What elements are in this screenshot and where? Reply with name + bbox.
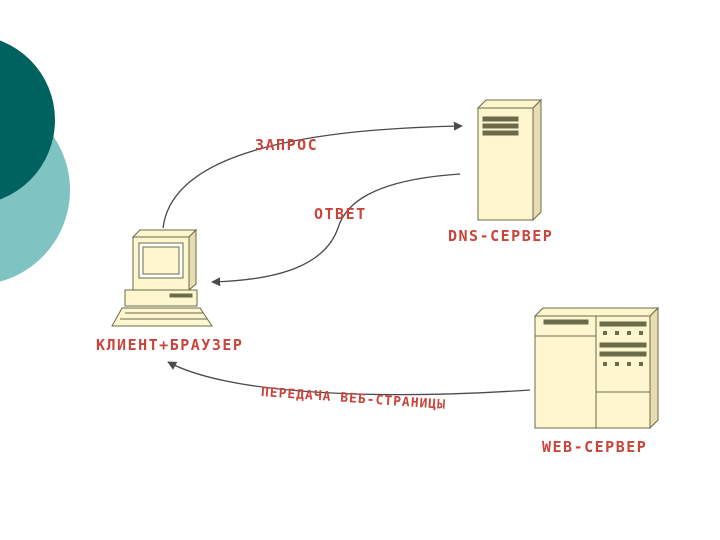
decorative-circles <box>0 35 70 285</box>
transfer-arrow <box>168 362 530 395</box>
web-server-icon <box>535 308 658 428</box>
response-label: ОТВЕТ <box>314 207 367 222</box>
dns-server-label: DNS-СЕРВЕР <box>448 229 553 244</box>
response-arrow <box>212 174 460 282</box>
request-label: ЗАПРОС <box>255 138 318 153</box>
web-server-label: WEB-СЕРВЕР <box>542 440 647 455</box>
client-computer-icon <box>112 230 212 326</box>
dns-server-icon <box>478 100 541 220</box>
arrows <box>163 126 530 395</box>
client-label: КЛИЕНТ+БРАУЗЕР <box>96 338 243 353</box>
